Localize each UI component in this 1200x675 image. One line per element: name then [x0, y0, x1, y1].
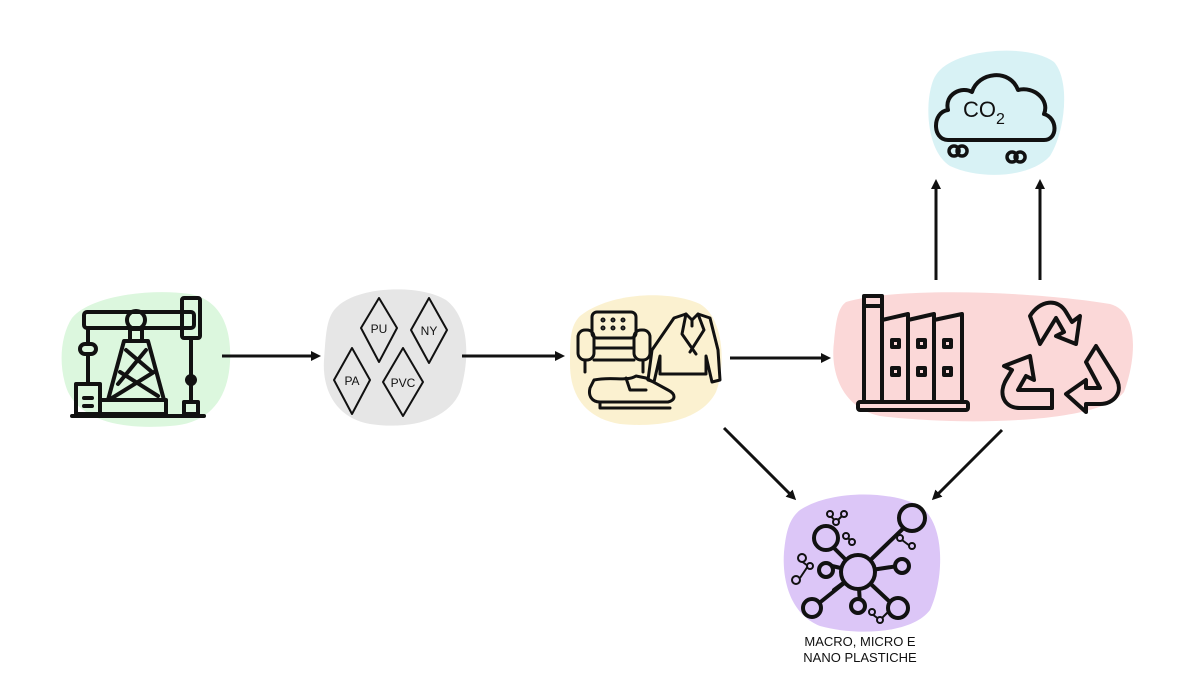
polymer-label-ny: NY	[421, 324, 438, 338]
plastics-caption-line2: NANO PLASTICHE	[803, 650, 917, 665]
polymer-label-pu: PU	[371, 322, 388, 336]
polymer-label-pvc: PVC	[391, 376, 416, 390]
polymer-diamonds-icon: PU NY PA PVC	[333, 297, 448, 417]
polymer-blob	[323, 289, 467, 426]
recycle-icon	[1000, 300, 1121, 414]
oil-pump-icon	[70, 296, 206, 418]
co2-blob	[928, 50, 1065, 175]
arrow-products-to-plastics	[722, 426, 797, 501]
arrow-end-of-life-to-plastics	[931, 428, 1004, 501]
factory-icon	[856, 294, 970, 412]
oil-blob	[61, 292, 231, 427]
plastics-caption: MACRO, MICRO E NANO PLASTICHE	[770, 634, 950, 666]
loafer-shoe-icon	[588, 374, 676, 410]
polymer-label-pa: PA	[344, 374, 359, 388]
plastics-caption-line1: MACRO, MICRO E	[804, 634, 916, 649]
co2-subscript: 2	[996, 111, 1005, 128]
armchair-icon	[576, 310, 652, 374]
molecule-network-icon	[791, 503, 927, 624]
